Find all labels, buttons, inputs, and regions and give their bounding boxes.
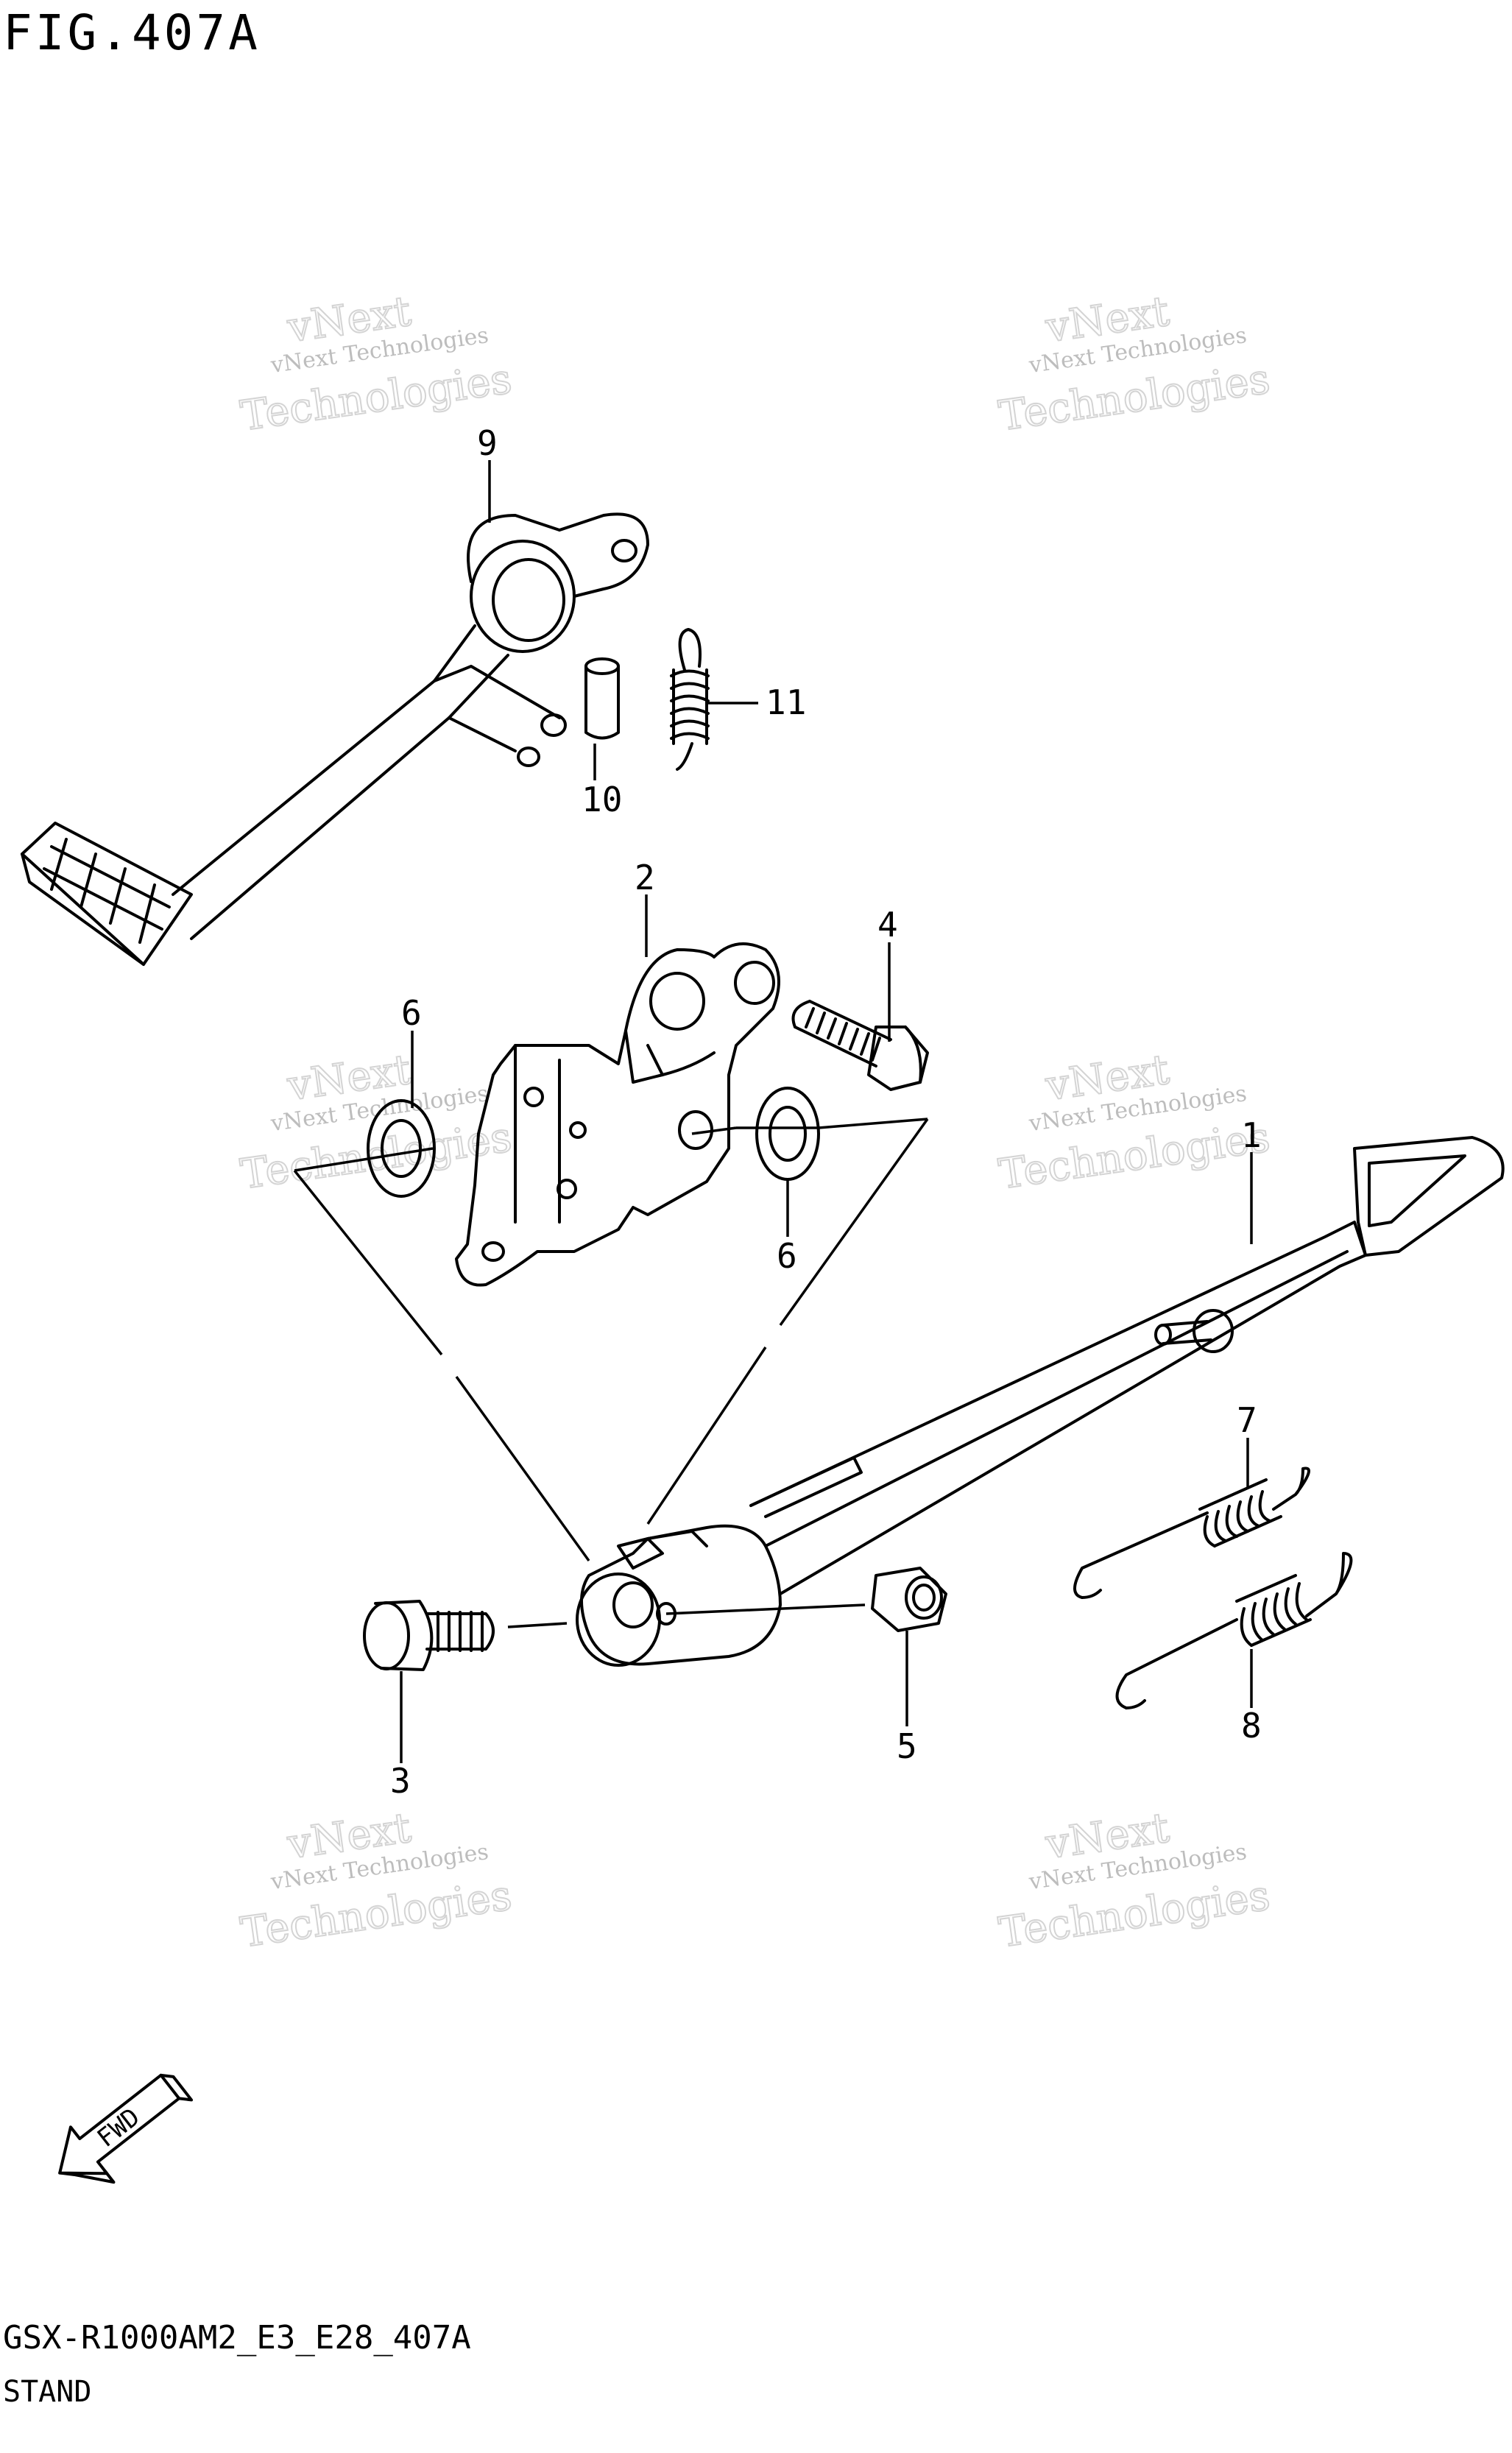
watermark-bottom-left: vNext vNext Technologies Technologies (237, 1803, 515, 1958)
part-3-pivot-bolt (363, 1600, 568, 1671)
callout-6-left: 6 (401, 993, 422, 1033)
watermark-mid-left: vNext vNext Technologies Technologies (237, 1045, 515, 1199)
part-9-pedal (21, 512, 649, 966)
callout-11: 11 (766, 682, 806, 722)
watermark-top-left: vNext vNext Technologies Technologies (237, 286, 515, 441)
alignment-lines (293, 1118, 929, 1562)
fwd-arrow-icon: FWD (58, 2073, 194, 2184)
part-2-bracket (455, 942, 780, 1287)
leader-lines (400, 460, 1253, 1763)
part-8-spring (1115, 1552, 1353, 1709)
part-7-spring (1073, 1466, 1310, 1599)
figure-title: FIG.407A (3, 4, 261, 61)
callout-5: 5 (897, 1726, 917, 1766)
watermark-mid-right: vNext vNext Technologies Technologies (995, 1045, 1273, 1199)
callout-6-right: 6 (777, 1236, 797, 1276)
watermark-bottom-right: vNext vNext Technologies Technologies (995, 1803, 1273, 1958)
fwd-label: FWD (92, 2103, 146, 2153)
callout-8: 8 (1241, 1706, 1262, 1746)
callout-9: 9 (477, 423, 498, 463)
part-5-nut (665, 1567, 947, 1632)
callout-10: 10 (582, 780, 622, 819)
watermark-top-right: vNext vNext Technologies Technologies (995, 286, 1273, 441)
part-10-pin (584, 657, 620, 740)
figure-caption: STAND (3, 2375, 92, 2409)
part-1-side-stand (576, 1136, 1505, 1667)
callout-3: 3 (390, 1761, 411, 1801)
model-code: GSX-R1000AM2_E3_E28_407A (3, 2319, 471, 2357)
part-11-spring (670, 628, 710, 771)
part-6-washer-right (755, 1087, 820, 1181)
part-4-bolt (791, 1000, 929, 1091)
part-6-washer-left (367, 1099, 436, 1198)
callout-1: 1 (1241, 1115, 1262, 1155)
callout-4: 4 (877, 905, 898, 945)
callout-2: 2 (635, 858, 655, 897)
callout-7: 7 (1237, 1400, 1257, 1440)
